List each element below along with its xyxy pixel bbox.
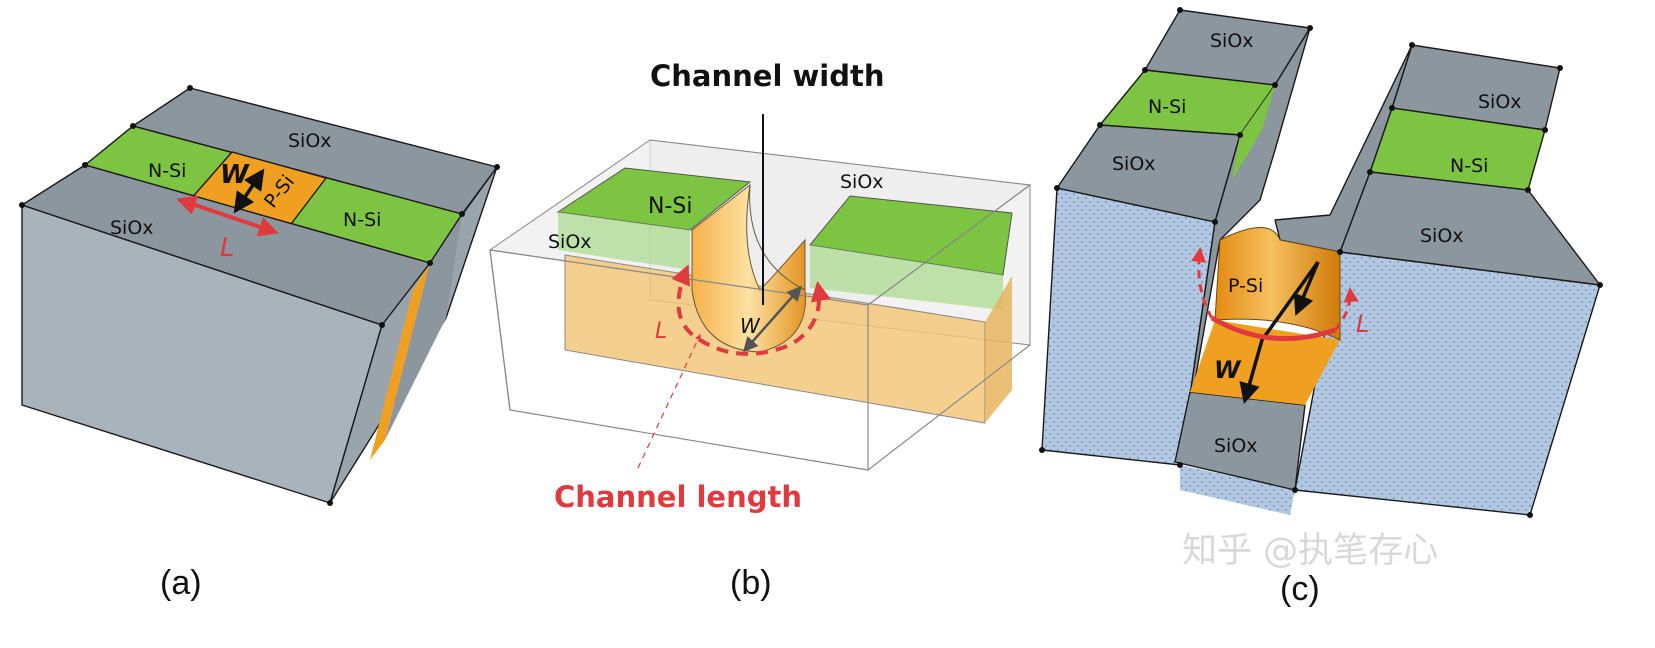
l-arc-c-right bbox=[1333, 287, 1359, 331]
watermark: 知乎 @执笔存心 bbox=[1182, 531, 1438, 571]
label-trench-siox: SiOx bbox=[1214, 435, 1258, 457]
l-arrow bbox=[176, 195, 279, 237]
label-w: W bbox=[220, 160, 250, 190]
label-siox-top: SiOx bbox=[288, 130, 332, 152]
nsi-front-band bbox=[558, 212, 690, 270]
substrate-right-front bbox=[1294, 251, 1601, 516]
label-channel-width: Channel width bbox=[650, 59, 885, 93]
caption-a: (a) bbox=[160, 564, 202, 602]
panel-a-planar-transistor: SiOx N-Si N-Si P-Si SiOx W L (a) bbox=[19, 85, 500, 602]
label-w-c: W bbox=[1214, 356, 1242, 384]
label-nsi-left: N-Si bbox=[148, 160, 186, 182]
label-left-siox-bottom: SiOx bbox=[1112, 153, 1156, 175]
label-nsi-right: N-Si bbox=[343, 209, 381, 231]
panel-c-trench-transistor: SiOx N-Si SiOx SiOx N-Si SiOx P-Si W L S… bbox=[1039, 7, 1603, 608]
caption-b: (b) bbox=[730, 564, 772, 602]
left-inner-green bbox=[1232, 85, 1275, 180]
label-right-siox-top: SiOx bbox=[1478, 91, 1522, 113]
nsi-block-right bbox=[809, 195, 1013, 276]
trench-psi-front bbox=[1190, 320, 1340, 405]
w-arrow-c-bottom bbox=[1239, 260, 1320, 405]
label-l: L bbox=[220, 233, 235, 263]
side-psi-stripe bbox=[370, 263, 430, 460]
side-gray-top bbox=[385, 214, 462, 440]
label-l-b: L bbox=[655, 319, 667, 344]
label-right-siox-bottom: SiOx bbox=[1420, 225, 1464, 247]
label-nsi-b: N-Si bbox=[648, 194, 692, 219]
label-siox-front: SiOx bbox=[548, 231, 592, 253]
nsi-right-front bbox=[810, 245, 1003, 310]
label-channel-length: Channel length bbox=[554, 480, 802, 514]
label-l-c: L bbox=[1356, 310, 1369, 338]
w-arrow-c-top bbox=[1293, 261, 1320, 316]
label-siox-bottom: SiOx bbox=[110, 217, 154, 239]
label-w-b: W bbox=[740, 314, 761, 338]
label-left-nsi: N-Si bbox=[1148, 96, 1186, 118]
label-left-siox-top: SiOx bbox=[1210, 30, 1254, 52]
l-arc-c bbox=[1210, 315, 1336, 342]
label-siox-back: SiOx bbox=[840, 171, 884, 193]
l-arc-dashed bbox=[671, 264, 831, 356]
label-psi-c: P-Si bbox=[1228, 275, 1263, 297]
panel-b-curved-channel: Channel width SiOx N-Si SiOx W L Channel… bbox=[488, 59, 1032, 602]
l-arc-c-left bbox=[1191, 247, 1214, 319]
label-right-nsi: N-Si bbox=[1450, 155, 1488, 177]
psi-body-side bbox=[985, 276, 1012, 423]
substrate-bottom bbox=[1180, 465, 1295, 515]
length-callout-line bbox=[637, 333, 701, 469]
caption-c: (c) bbox=[1280, 570, 1320, 608]
